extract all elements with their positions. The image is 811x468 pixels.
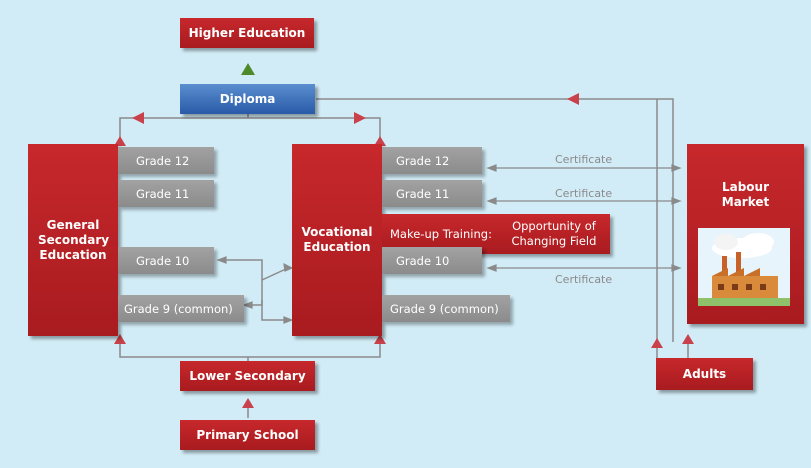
arrow-head (671, 164, 682, 172)
grade-label: Grade 11 (396, 186, 450, 201)
opportunity-label: Opportunity of Changing Field (511, 219, 597, 248)
primary-school-box: Primary School (180, 420, 315, 450)
arrow-head (671, 197, 682, 205)
grade-label: Grade 12 (396, 153, 450, 168)
arrow-up-primary (242, 398, 254, 408)
grade-label: Grade 10 (136, 253, 190, 268)
arrow-head (242, 301, 253, 309)
arrow-right-bracket (354, 112, 366, 124)
connector-lower-bracket (119, 338, 381, 358)
vocational-grade-9: Grade 9 (common) (382, 295, 510, 322)
general-secondary-label: General Secondary Education (38, 217, 110, 262)
arrow-up-green (241, 63, 255, 75)
arrow-up-vocational-bottom (374, 334, 386, 344)
labour-market-label: Labour Market (721, 180, 770, 209)
grade-label: Grade 10 (396, 253, 450, 268)
primary-school-label: Primary School (196, 427, 299, 442)
connector-grade10-grade9 (222, 259, 263, 306)
factory-icon (698, 228, 790, 306)
arrow-up-general (114, 136, 126, 146)
arrow-head (486, 197, 497, 205)
arrow-labour-diploma (567, 93, 579, 105)
grade-label: Grade 12 (136, 153, 190, 168)
general-grade-11: Grade 11 (118, 180, 214, 207)
certificate-label-11: Certificate (555, 187, 613, 200)
arrow-head (283, 262, 294, 272)
higher-education-label: Higher Education (188, 25, 306, 40)
adults-box: Adults (656, 358, 753, 390)
connector-to-vocational-a (261, 267, 289, 281)
grade-label: Grade 9 (common) (390, 301, 499, 316)
lower-secondary-box: Lower Secondary (180, 361, 315, 391)
arrow-head (486, 164, 497, 172)
arrow-left-bracket (132, 112, 144, 124)
lower-secondary-label: Lower Secondary (189, 368, 306, 383)
connector-to-vocational-b (261, 300, 288, 321)
grade-label: Grade 11 (136, 186, 190, 201)
arrow-up-general-bottom (114, 334, 126, 344)
makeup-training-label: Make-up Training: (390, 227, 492, 241)
general-secondary-box: General Secondary Education (28, 144, 118, 336)
certificate-label-12: Certificate (555, 153, 613, 166)
arrow-head (671, 264, 682, 272)
connector-diploma-bracket (119, 117, 381, 144)
vocational-label: Vocational Education (301, 225, 373, 254)
general-grade-10: Grade 10 (118, 247, 214, 274)
certificate-label-10: Certificate (555, 273, 613, 286)
arrow-head (216, 256, 227, 264)
vocational-grade-10: Grade 10 (382, 247, 482, 274)
arrow-up-vocational (374, 136, 386, 146)
vocational-grade-11: Grade 11 (382, 180, 482, 207)
diploma-label: Diploma (219, 91, 276, 106)
higher-education-box: Higher Education (180, 18, 314, 48)
general-grade-12: Grade 12 (118, 147, 214, 174)
grade-label: Grade 9 (common) (124, 301, 233, 316)
arrow-up-labour (682, 334, 694, 344)
general-grade-9: Grade 9 (common) (118, 295, 244, 322)
arrow-head (486, 264, 497, 272)
arrow-up-adults (651, 338, 663, 348)
arrow-head (283, 316, 294, 324)
connector-diploma-labour (316, 98, 674, 342)
diploma-box: Diploma (180, 84, 315, 114)
vocational-grade-12: Grade 12 (382, 147, 482, 174)
vocational-education-box: Vocational Education (292, 144, 382, 336)
adults-label: Adults (682, 366, 727, 381)
